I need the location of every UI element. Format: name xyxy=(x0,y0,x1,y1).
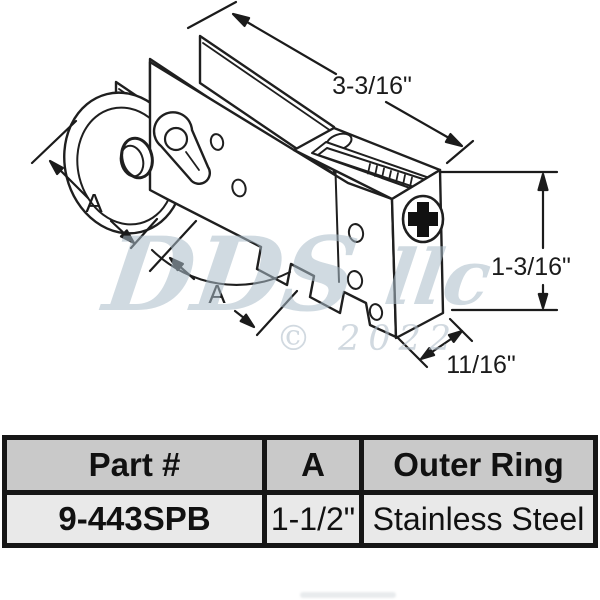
plate-holes xyxy=(209,133,384,321)
table-header-a: A xyxy=(267,440,359,490)
table-cell-a-value: 1-1/2" xyxy=(267,495,359,543)
table-cell-outer-ring-value: Stainless Steel xyxy=(364,495,593,543)
wheel-hub xyxy=(119,136,154,180)
serrated-slot xyxy=(311,141,439,194)
table-header-part: Part # xyxy=(7,440,262,490)
table-cell-part-number: 9-443SPB xyxy=(7,495,262,543)
spec-table: Part # A Outer Ring 9-443SPB 1-1/2" Stai… xyxy=(2,435,598,548)
serration-ticks xyxy=(367,163,413,188)
dimension-a1: A xyxy=(30,119,159,250)
cutoff-text-remnant xyxy=(300,592,396,598)
dim-height-label: 1-3/16" xyxy=(491,253,571,281)
dimension-width: 3-3/16" xyxy=(186,0,475,165)
dimension-depth: 11/16" xyxy=(394,317,516,379)
dim-a1-label: A xyxy=(85,188,103,218)
dim-depth-label: 11/16" xyxy=(446,351,516,379)
dim-a2-label: A xyxy=(208,279,226,309)
dimension-a2: A xyxy=(148,219,299,337)
table-header-outer-ring: Outer Ring xyxy=(364,440,593,490)
housing-end-face xyxy=(390,168,445,340)
dim-width-label: 3-3/16" xyxy=(332,72,412,100)
phillips-screw-icon xyxy=(401,194,445,244)
keyhole-slot xyxy=(152,111,211,186)
dimension-height: 1-3/16" xyxy=(439,170,571,312)
flange-curve xyxy=(150,248,292,286)
